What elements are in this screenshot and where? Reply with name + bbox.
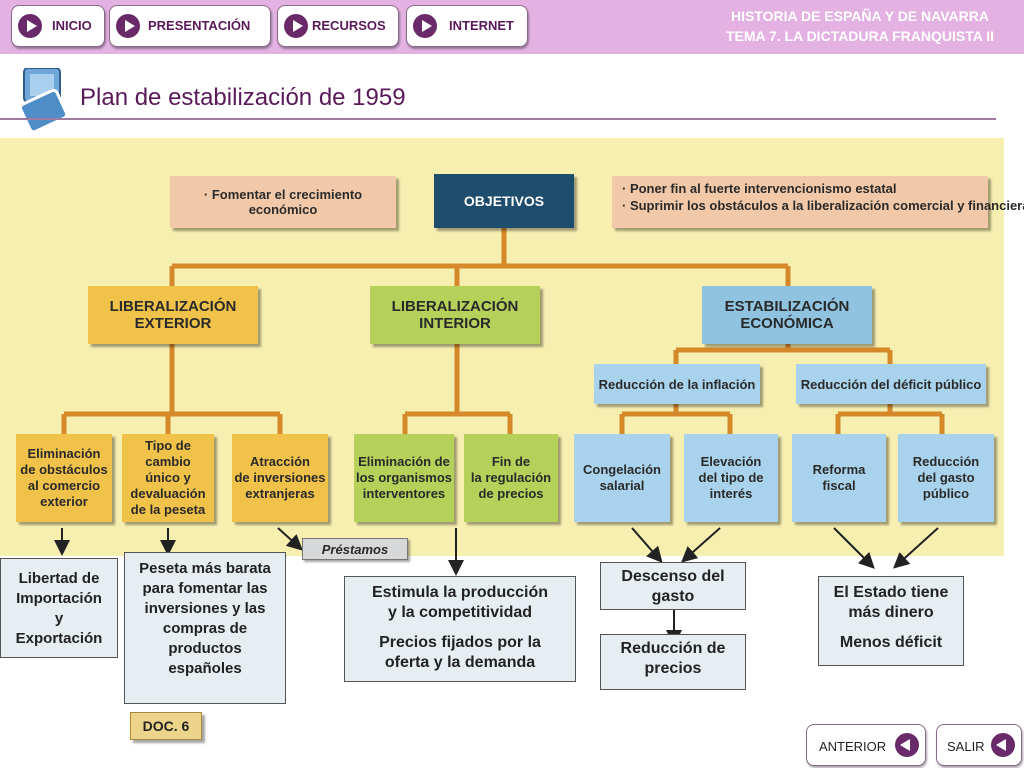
card-libertad: Libertad de Importación y Exportación [0,558,118,658]
reforma-fiscal-box: Reforma fiscal [792,434,886,522]
eliminacion-organismos-box: Eliminación de los organismos intervento… [354,434,454,522]
page-title: Plan de estabilización de 1959 [80,84,406,111]
card-peseta-text: Peseta más barata para fomentar las inve… [139,560,271,677]
card-estado-text: El Estado tiene más dinero [833,584,949,621]
play-icon [284,14,308,38]
presentacion-label: PRESENTACIÓN [148,18,251,33]
title-divider [0,118,996,120]
estabilizacion-economica-box: ESTABILIZACIÓN ECONÓMICA [702,286,872,344]
card-precios-text: Precios fijados por la oferta y la deman… [379,634,541,671]
play-icon [116,14,140,38]
internet-label: INTERNET [449,18,514,33]
diagram-panel: · Fomentar el crecimiento económico OBJE… [0,138,1024,556]
card-libertad-text: Libertad de Importación y Exportación [15,570,103,647]
inicio-label: INICIO [52,18,92,33]
objetivos-box: OBJETIVOS [434,174,574,228]
play-icon [413,14,437,38]
card-descenso-text: Descenso del gasto [621,568,725,605]
back-arrow-icon [895,733,919,757]
objective-liberalization: · Poner fin al fuerte intervencionismo e… [612,176,1024,228]
recursos-button[interactable]: RECURSOS [277,5,399,47]
salir-label: SALIR [947,739,985,754]
liberalizacion-exterior-box: LIBERALIZACIÓN EXTERIOR [88,286,258,344]
objective-growth: · Fomentar el crecimiento económico [170,176,396,228]
card-estimula: Estimula la producción y la competitivid… [344,576,576,682]
prestamos-label: Préstamos [302,538,408,560]
course-title-line2: TEMA 7. LA DICTADURA FRANQUISTA II [725,28,994,44]
card-estimula-text: Estimula la producción y la competitivid… [371,584,549,621]
elevacion-interes-box: Elevación del tipo de interés [684,434,778,522]
card-reduccion-precios-text: Reducción de precios [620,640,726,677]
reduccion-inflacion-box: Reducción de la inflación [594,364,760,404]
inicio-button[interactable]: INICIO [11,5,105,47]
objective-bullet-1: · Poner fin al fuerte intervencionismo e… [622,181,897,196]
congelacion-salarial-box: Congelación salarial [574,434,670,522]
slide-logo-icon [18,68,69,134]
diagram-connectors [61,228,945,434]
tipo-cambio-box: Tipo de cambio único y devaluación de la… [122,434,214,522]
recursos-label: RECURSOS [312,18,386,33]
reduccion-deficit-box: Reducción del déficit público [796,364,986,404]
card-menos-text: Menos déficit [839,634,943,651]
card-descenso: Descenso del gasto [600,562,746,610]
play-icon [18,14,42,38]
objective-bullet-2: · Suprimir los obstáculos a la liberaliz… [622,198,1024,213]
doc-label: DOC. 6 [130,712,202,740]
presentacion-button[interactable]: PRESENTACIÓN [109,5,271,47]
card-peseta: Peseta más barata para fomentar las inve… [124,552,286,704]
course-header: HISTORIA DE ESPAÑA Y DE NAVARRA TEMA 7. … [726,6,994,46]
course-title-line1: HISTORIA DE ESPAÑA Y DE NAVARRA [730,8,989,24]
card-reduccion-precios: Reducción de precios [600,634,746,690]
card-estado: El Estado tiene más dinero Menos déficit [818,576,964,666]
anterior-button[interactable]: ANTERIOR [806,724,926,766]
exit-arrow-icon [991,733,1015,757]
eliminacion-obstaculos-box: Eliminación de obstáculos al comercio ex… [16,434,112,522]
internet-button[interactable]: INTERNET [406,5,528,47]
reduccion-gasto-box: Reducción del gasto público [898,434,994,522]
salir-button[interactable]: SALIR [936,724,1022,766]
liberalizacion-interior-box: LIBERALIZACIÓN INTERIOR [370,286,540,344]
top-navigation-bar: INICIO PRESENTACIÓN RECURSOS INTERNET HI… [0,0,1024,54]
anterior-label: ANTERIOR [819,739,887,754]
atraccion-inversiones-box: Atracción de inversiones extranjeras [232,434,328,522]
fin-regulacion-box: Fin de la regulación de precios [464,434,558,522]
